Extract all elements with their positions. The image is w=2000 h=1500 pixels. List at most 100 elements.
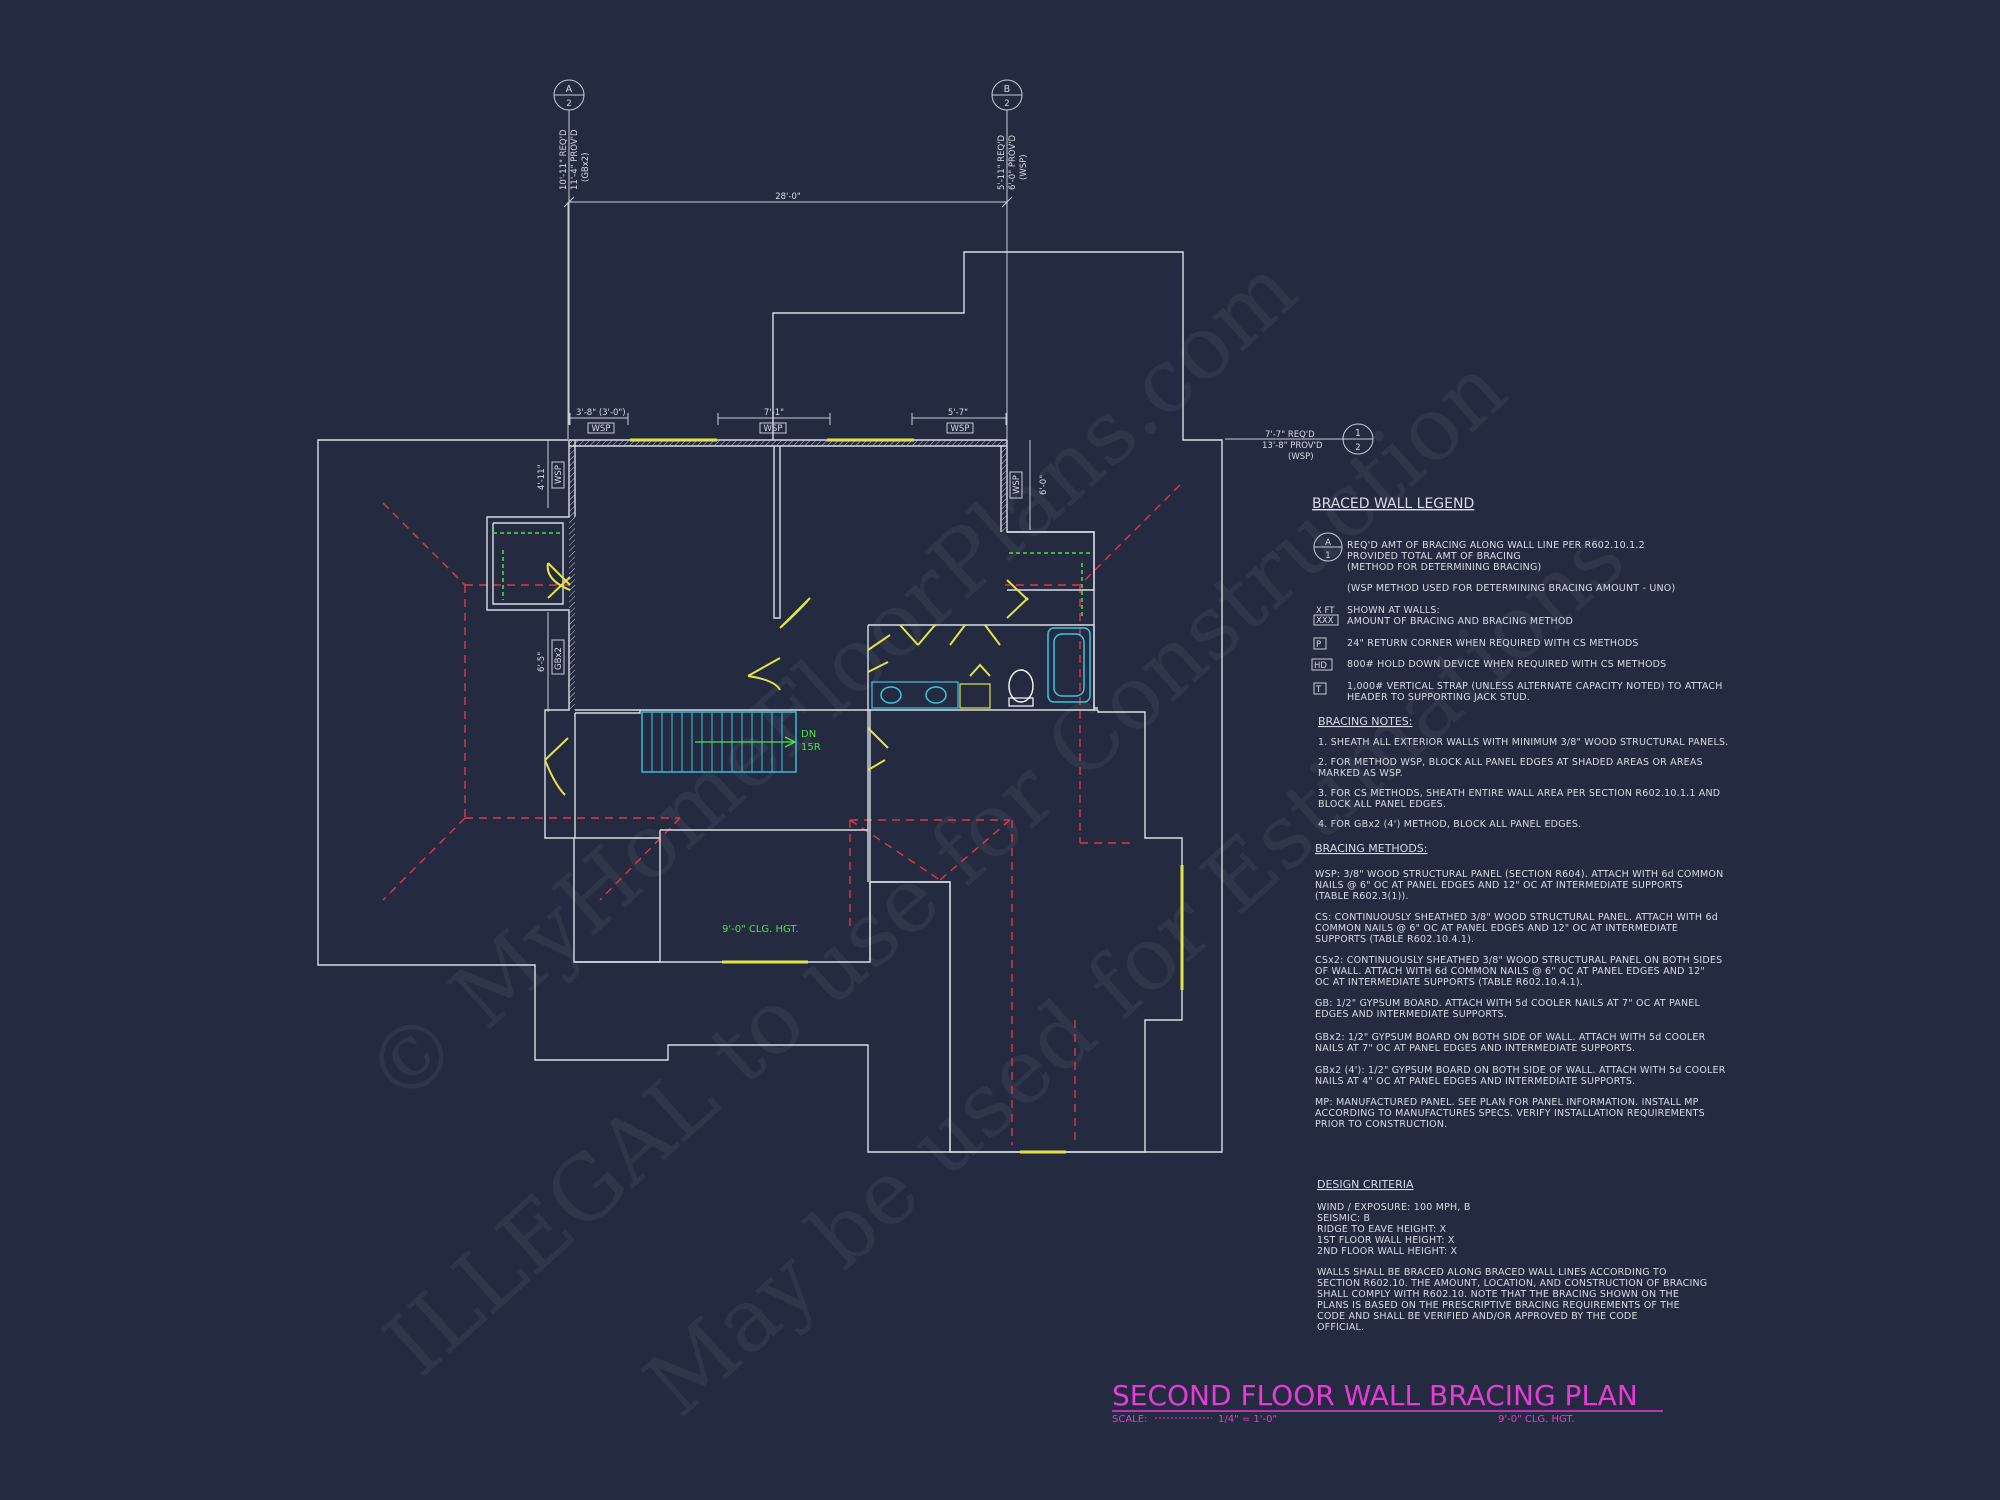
grid-1-note-3: (WSP) xyxy=(1288,452,1314,462)
grid-b-note-2: 6'-0" PROV'D xyxy=(1008,134,1018,190)
bracing-notes: BRACING NOTES: 1. SHEATH ALL EXTERIOR WA… xyxy=(1318,715,1728,830)
bracing-methods: BRACING METHODS: WSP: 3/8" WOOD STRUCTUR… xyxy=(1315,842,1726,1130)
criteria-5: 2ND FLOOR WALL HEIGHT: X xyxy=(1317,1246,1457,1257)
gbx2-tag: GBx2 xyxy=(554,647,564,670)
legend-sym1-a: X FT xyxy=(1316,606,1335,616)
legend-marker-letter: A xyxy=(1325,538,1331,548)
wsp-tag-1: WSP xyxy=(592,424,611,434)
criteria-para-2: SECTION R602.10. THE AMOUNT, LOCATION, A… xyxy=(1317,1278,1707,1289)
method-1b: NAILS @ 6" OC AT PANEL EDGES AND 12" OC … xyxy=(1315,880,1683,891)
roof-outline xyxy=(317,202,1223,1153)
scale-label: SCALE: xyxy=(1112,1414,1147,1425)
dim-left-upper: 4'-11" xyxy=(537,464,547,490)
dim-seg-1: 3'-8" (3'-0") xyxy=(576,408,626,418)
grid-marker-a-num: 2 xyxy=(566,99,571,109)
legend-title: BRACED WALL LEGEND xyxy=(1312,496,1474,512)
grid-marker-a-letter: A xyxy=(566,84,573,95)
bracing-note-2a: 2. FOR METHOD WSP, BLOCK ALL PANEL EDGES… xyxy=(1318,757,1703,768)
ceiling-height-label: 9'-0" CLG. HGT. xyxy=(722,924,799,935)
dim-seg-2: 7'-1" xyxy=(764,408,784,418)
criteria-2: SEISMIC: B xyxy=(1317,1213,1370,1224)
dim-left-lower: 6'-5" xyxy=(537,652,547,672)
method-7b: ACCORDING TO MANUFACTURES SPECS. VERIFY … xyxy=(1315,1108,1705,1119)
bracing-lines xyxy=(382,484,1181,1145)
design-criteria-title: DESIGN CRITERIA xyxy=(1317,1178,1414,1191)
method-1c: (TABLE R602.3(1)). xyxy=(1315,891,1409,902)
legend-line-3: (METHOD FOR DETERMINING BRACING) xyxy=(1347,562,1541,573)
criteria-para-4: PLANS IS BASED ON THE PRESCRIPTIVE BRACI… xyxy=(1317,1300,1680,1311)
criteria-3: RIDGE TO EAVE HEIGHT: X xyxy=(1317,1224,1447,1235)
criteria-4: 1ST FLOOR WALL HEIGHT: X xyxy=(1317,1235,1455,1246)
legend-sym4-text-1: 1,000# VERTICAL STRAP (UNLESS ALTERNATE … xyxy=(1347,681,1723,692)
stair-dn-label: DN xyxy=(801,729,816,740)
title-clg-height: 9'-0" CLG. HGT. xyxy=(1498,1414,1575,1425)
bracing-note-3a: 3. FOR CS METHODS, SHEATH ENTIRE WALL AR… xyxy=(1318,788,1720,799)
method-7c: PRIOR TO CONSTRUCTION. xyxy=(1315,1119,1447,1130)
bracing-notes-title: BRACING NOTES: xyxy=(1318,715,1413,728)
criteria-para-1: WALLS SHALL BE BRACED ALONG BRACED WALL … xyxy=(1317,1267,1667,1278)
grid-a-note-1: 10'-11" REQ'D xyxy=(559,129,569,190)
grid-1-note-2: 13'-8" PROV'D xyxy=(1262,441,1323,451)
wall-tags: WSP WSP WSP WSP WSP GBx2 xyxy=(551,422,1023,675)
design-criteria: DESIGN CRITERIA WIND / EXPOSURE: 100 MPH… xyxy=(1317,1178,1707,1333)
grid-a-note-3: (GBx2) xyxy=(581,153,591,183)
wsp-tag-3: WSP xyxy=(951,424,970,434)
legend-sym4: T xyxy=(1315,685,1322,695)
method-5a: GBx2: 1/2" GYPSUM BOARD ON BOTH SIDE OF … xyxy=(1315,1032,1706,1043)
criteria-para-6: OFFICIAL. xyxy=(1317,1322,1364,1333)
legend-sym1-text-2: AMOUNT OF BRACING AND BRACING METHOD xyxy=(1347,616,1573,627)
method-4b: EDGES AND INTERMEDIATE SUPPORTS. xyxy=(1315,1009,1507,1020)
dim-right-upper: 6'-0" xyxy=(1039,475,1049,495)
grid-b-note-1: 5'-11" REQ'D xyxy=(997,134,1007,190)
dim-seg-3: 5'-7" xyxy=(948,408,968,418)
grid-marker-1-letter: 1 xyxy=(1355,428,1361,439)
dimensions: 28'-0" 3'-8" (3'-0") 7'-1" 5'-7" 4'-11" … xyxy=(537,192,1049,712)
wsp-tag-4: WSP xyxy=(554,465,564,484)
legend-line-4: (WSP METHOD USED FOR DETERMINING BRACING… xyxy=(1347,583,1675,594)
grid-marker-b-num: 2 xyxy=(1004,99,1009,109)
method-3b: OF WALL. ATTACH WITH 6d COMMON NAILS @ 6… xyxy=(1315,966,1705,977)
method-7a: MP: MANUFACTURED PANEL. SEE PLAN FOR PAN… xyxy=(1315,1097,1699,1108)
windows xyxy=(630,438,1184,1154)
grid-marker-1-num: 2 xyxy=(1355,443,1360,453)
braced-wall-legend: BRACED WALL LEGEND A 1 REQ'D AMT OF BRAC… xyxy=(1311,496,1723,703)
grid-a-note-2: 11'-4" PROV'D xyxy=(570,129,580,190)
method-2b: COMMON NAILS @ 6" OC AT PANEL EDGES AND … xyxy=(1315,923,1678,934)
method-3c: OC AT INTERMEDIATE SUPPORTS (TABLE R602.… xyxy=(1315,977,1583,988)
stair-riser-label: 15R xyxy=(801,742,821,753)
bracing-note-4: 4. FOR GBx2 (4') METHOD, BLOCK ALL PANEL… xyxy=(1318,819,1581,830)
legend-sym4-text-2: HEADER TO SUPPORTING JACK STUD. xyxy=(1347,692,1530,703)
legend-line-2: PROVIDED TOTAL AMT OF BRACING xyxy=(1347,551,1521,562)
method-5b: NAILS AT 7" OC AT PANEL EDGES AND INTERM… xyxy=(1315,1043,1635,1054)
grid-marker-1: 1 2 7'-7" REQ'D 13'-8" PROV'D (WSP) xyxy=(1225,423,1374,462)
criteria-1: WIND / EXPOSURE: 100 MPH, B xyxy=(1317,1202,1471,1213)
bracing-note-3b: BLOCK ALL PANEL EDGES. xyxy=(1318,799,1446,810)
method-4a: GB: 1/2" GYPSUM BOARD. ATTACH WITH 5d CO… xyxy=(1315,998,1700,1009)
bracing-note-1: 1. SHEATH ALL EXTERIOR WALLS WITH MINIMU… xyxy=(1318,737,1728,748)
wsp-tag-5: WSP xyxy=(1012,475,1022,494)
legend-sym3: HD xyxy=(1314,661,1327,671)
grid-marker-b-letter: B xyxy=(1004,84,1011,95)
legend-sym1-text-1: SHOWN AT WALLS: xyxy=(1347,605,1440,616)
grid-b-note-3: (WSP) xyxy=(1019,154,1029,180)
grid-marker-a: A 2 10'-11" REQ'D 11'-4" PROV'D (GBx2) xyxy=(553,79,591,425)
method-6a: GBx2 (4'): 1/2" GYPSUM BOARD ON BOTH SID… xyxy=(1315,1065,1726,1076)
legend-sym3-text: 800# HOLD DOWN DEVICE WHEN REQUIRED WITH… xyxy=(1347,659,1666,670)
legend-sym2-text: 24" RETURN CORNER WHEN REQUIRED WITH CS … xyxy=(1347,638,1639,649)
bracing-note-2b: MARKED AS WSP. xyxy=(1318,768,1403,779)
method-3a: CSx2: CONTINUOUSLY SHEATHED 3/8" WOOD ST… xyxy=(1315,955,1722,966)
bracing-methods-title: BRACING METHODS: xyxy=(1315,842,1428,855)
doors xyxy=(544,562,1029,796)
grid-1-note-1: 7'-7" REQ'D xyxy=(1265,430,1315,440)
legend-marker-num: 1 xyxy=(1325,551,1330,561)
criteria-para-3: SHALL COMPLY WITH R602.10. NOTE THAT THE… xyxy=(1317,1289,1679,1300)
legend-sym2: P xyxy=(1316,640,1321,650)
method-6b: NAILS AT 4" OC AT PANEL EDGES AND INTERM… xyxy=(1315,1076,1635,1087)
legend-sym1-b: XXX xyxy=(1316,616,1334,626)
legend-line-1: REQ'D AMT OF BRACING ALONG WALL LINE PER… xyxy=(1347,540,1645,551)
method-1a: WSP: 3/8" WOOD STRUCTURAL PANEL (SECTION… xyxy=(1315,869,1723,880)
scale-value: 1/4" = 1'-0" xyxy=(1218,1414,1277,1425)
plan-title: SECOND FLOOR WALL BRACING PLAN xyxy=(1112,1379,1638,1412)
method-2a: CS: CONTINUOUSLY SHEATHED 3/8" WOOD STRU… xyxy=(1315,912,1718,923)
